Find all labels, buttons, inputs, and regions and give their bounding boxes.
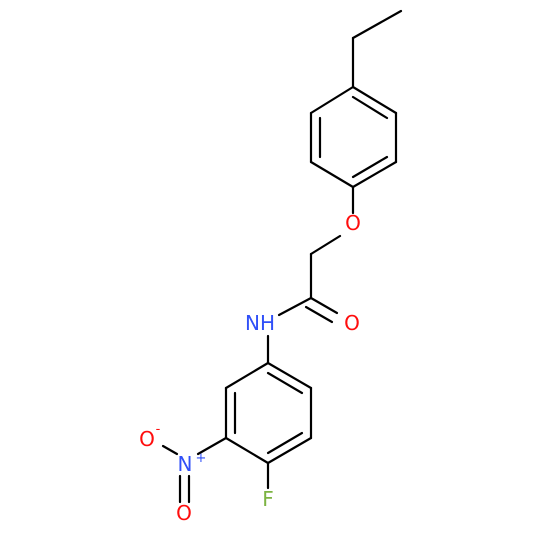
ether-ch2-bond xyxy=(309,234,342,256)
nitro-oxygen-anion-label: O xyxy=(139,427,155,451)
carbonyl-oxygen-label: O xyxy=(344,311,360,335)
lower-ring-bond-4 xyxy=(224,436,270,465)
nitro-oxygen-double-label: O xyxy=(176,501,192,525)
nitro-o-single-bond xyxy=(161,444,179,456)
lower-ring-bond-3 xyxy=(266,436,313,465)
upper-ring-double-2 xyxy=(351,155,389,179)
aryl-nitro-bond xyxy=(196,436,228,456)
lower-ring-bond-1 xyxy=(266,361,313,390)
carbonyl-double-inner xyxy=(304,305,334,324)
upper-ring-bond-4 xyxy=(309,160,355,189)
upper-ring-double-1 xyxy=(351,95,389,120)
upper-ring-bond-1 xyxy=(351,85,398,115)
upper-ring-bond-6 xyxy=(309,85,355,115)
nitro-nitrogen-label: N xyxy=(178,452,193,476)
ethyl-ch3-bond xyxy=(351,9,403,40)
lower-ring-bond-6 xyxy=(224,361,270,390)
atom-labels: O O NH N + O - O F xyxy=(139,211,361,525)
upper-ring-bond-3 xyxy=(351,160,398,189)
ether-oxygen-label: O xyxy=(345,211,361,235)
carbonyl-nh-bond xyxy=(277,296,313,317)
lower-ring-double-2 xyxy=(266,431,304,455)
nitro-nitrogen-charge: + xyxy=(196,451,207,466)
fluorine-label: F xyxy=(262,487,274,511)
carbonyl-double-outer xyxy=(309,296,339,315)
lower-ring-double-1 xyxy=(266,371,304,395)
nitro-oxygen-charge: - xyxy=(156,422,161,437)
amide-nitrogen-label: NH xyxy=(245,311,275,335)
bond-lines xyxy=(161,9,403,504)
